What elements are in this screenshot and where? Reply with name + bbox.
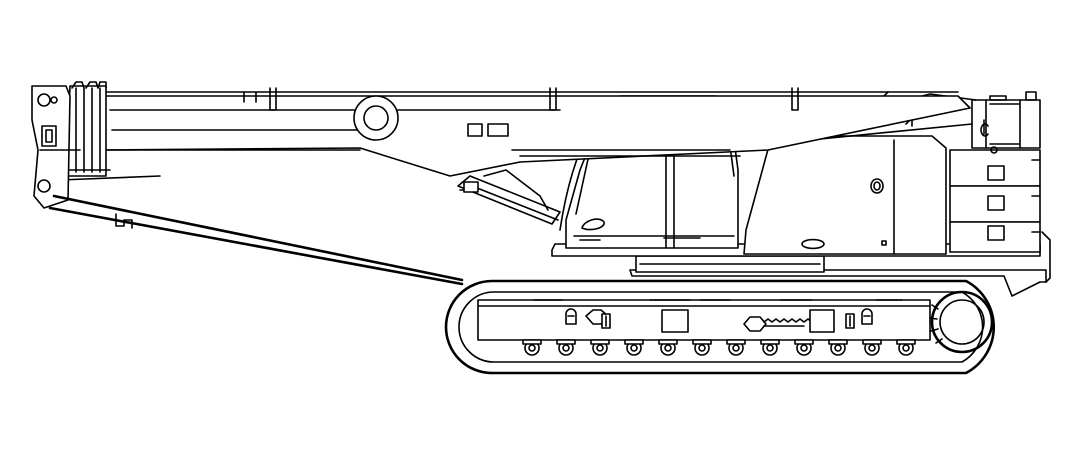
counterweight-notches [987, 159, 1041, 241]
tie-down-shackle-left [565, 308, 577, 325]
main-housing [743, 135, 947, 255]
track-roller-bracket [896, 339, 916, 345]
drive-sprocket [930, 290, 994, 354]
boom-pivot-pin [353, 95, 399, 141]
housing-rivet [881, 240, 887, 246]
track-roller-hub [732, 344, 740, 352]
sprocket-teeth [929, 304, 943, 344]
track-roller-hub [664, 344, 672, 352]
track-roller-hub [596, 344, 604, 352]
boom-wire-rope [48, 194, 464, 286]
track-roller-bracket [828, 339, 848, 345]
tower-cap [989, 91, 1037, 101]
rear-tower [971, 99, 1041, 149]
track-roller-bracket [862, 339, 882, 345]
cylinder-cradle [483, 169, 549, 211]
crawler-track [444, 279, 995, 375]
track-roller-bracket [522, 339, 542, 345]
track-roller-hub [698, 344, 706, 352]
track-roller-bracket [658, 339, 678, 345]
track-roller-bracket [760, 339, 780, 345]
oval-badge [870, 178, 884, 194]
track-roller-bracket [556, 339, 576, 345]
boom-edge-lines [103, 109, 561, 151]
boom-pivot-pin-inner [363, 105, 389, 131]
track-inner-belt [458, 291, 984, 363]
cab-door-handle [581, 218, 605, 231]
track-roller-hub [562, 344, 570, 352]
track-roller-hub [800, 344, 808, 352]
boom [31, 81, 971, 286]
boom-label-plate-1 [467, 123, 483, 137]
cab-floor [573, 235, 735, 241]
boom-head-sheave-bottom [37, 179, 51, 193]
housing-step [801, 238, 825, 250]
track-roller-bracket [624, 339, 644, 345]
track-roller-hub [834, 344, 842, 352]
counterweight-block-3 [949, 221, 1041, 253]
carbody [629, 231, 1051, 297]
tie-down-shackle-right [861, 308, 873, 325]
boom-head-pin [50, 96, 58, 104]
track-roller-bracket [590, 339, 610, 345]
wire-clamp [115, 213, 133, 229]
track-roller-bracket [726, 339, 746, 345]
telescopic-top-caps [71, 81, 107, 89]
track-roller-hub [630, 344, 638, 352]
track-roller-hub [766, 344, 774, 352]
boom-top-fittings [269, 87, 799, 111]
boom-head [31, 85, 71, 209]
frame-plate-right [809, 309, 835, 333]
track-roller-bracket [692, 339, 712, 345]
boom-lower-rail [511, 149, 741, 157]
boom-guides [243, 91, 257, 103]
telescopic-section-lines [75, 87, 101, 173]
frame-spring [763, 318, 813, 327]
track-rollers [522, 339, 916, 356]
luffing-cylinder-mount [463, 181, 479, 193]
track-roller-hub [528, 344, 536, 352]
frame-plate-left [661, 309, 689, 333]
tower-hook [980, 119, 989, 137]
boom-head-sheave-top [37, 93, 51, 107]
carbody-rear-fender [1041, 231, 1051, 283]
track-roller-hub [868, 344, 876, 352]
tower-small-pin [990, 146, 998, 154]
boom-head-bracket [39, 125, 81, 151]
drive-sprocket-hub [939, 299, 985, 345]
hex-nut-right [743, 316, 767, 332]
track-roller-bracket [794, 339, 814, 345]
counterweight-block-2 [949, 185, 1041, 223]
boom-label-plate-2 [487, 123, 509, 137]
track-roller-hub [902, 344, 910, 352]
